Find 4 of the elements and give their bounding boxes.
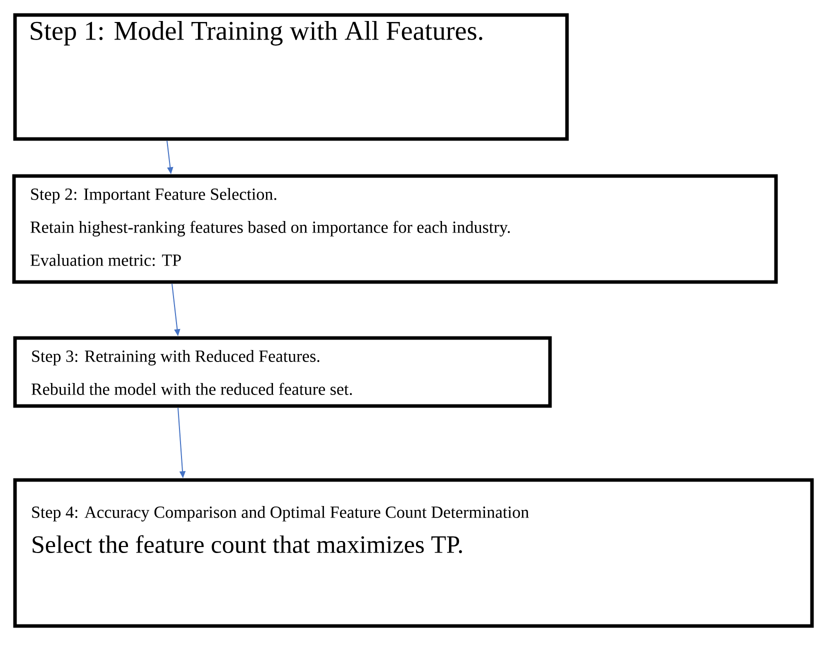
step-box: Step 2: Important Feature Selection. Retain highest-ranking features based on importance for each industry. Evaluation metric: TP xyxy=(12,174,778,284)
step-box: Step 4: Accuracy Comparison and Optimal Feature Count Determination Select the feature count that maximizes TP. xyxy=(13,478,814,628)
step-box: Step 1: Model Training with All Features. xyxy=(13,13,569,141)
step-box: Step 3: Retraining with Reduced Features. Rebuild the model with the reduced feature set. xyxy=(13,336,552,408)
